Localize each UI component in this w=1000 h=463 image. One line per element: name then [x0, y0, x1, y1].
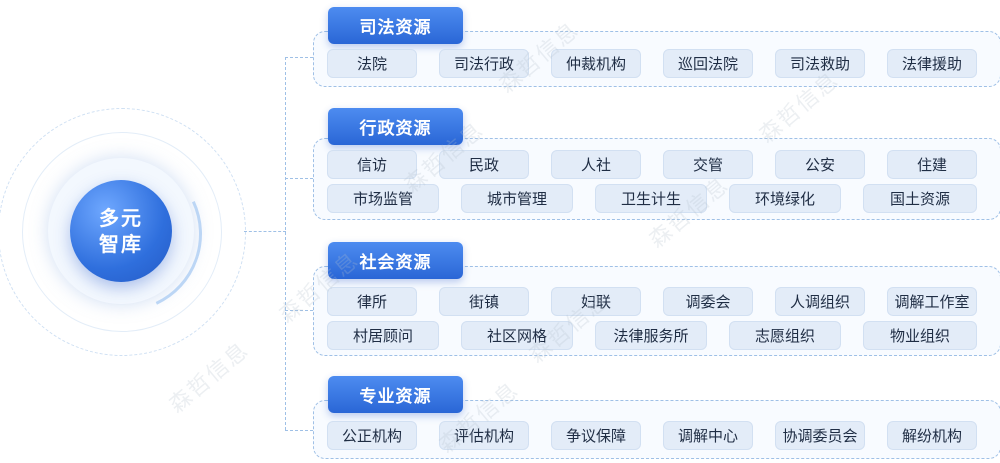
group-title-social: 社会资源 [328, 242, 463, 279]
tag-item: 律所 [327, 287, 417, 316]
branch-1 [285, 57, 313, 58]
tag-item: 调委会 [663, 287, 753, 316]
tag-item: 法律援助 [887, 49, 977, 78]
tag-item: 村居顾问 [327, 321, 439, 350]
tag-item: 物业组织 [863, 321, 977, 350]
tag-item: 法律服务所 [595, 321, 707, 350]
tag-item: 市场监管 [327, 184, 439, 213]
tag-item: 城市管理 [461, 184, 573, 213]
tag-item: 协调委员会 [775, 421, 865, 450]
watermark: 森哲信息 [164, 337, 255, 419]
tag-item: 巡回法院 [663, 49, 753, 78]
group-title-administrative: 行政资源 [328, 108, 463, 145]
center-line-1: 多元 [99, 206, 143, 230]
tag-item: 国土资源 [863, 184, 977, 213]
hub-connector [244, 231, 286, 232]
tag-item: 公安 [775, 150, 865, 179]
group-title-professional: 专业资源 [328, 376, 463, 413]
tag-item: 司法救助 [775, 49, 865, 78]
tag-item: 交管 [663, 150, 753, 179]
tag-item: 法院 [327, 49, 417, 78]
tag-item: 人调组织 [775, 287, 865, 316]
branch-2 [285, 178, 313, 179]
hub-outer-ring [0, 108, 246, 356]
tag-item: 调解工作室 [887, 287, 977, 316]
branch-3 [285, 310, 313, 311]
tag-item: 人社 [551, 150, 641, 179]
tag-item: 志愿组织 [729, 321, 841, 350]
tag-item: 社区网格 [461, 321, 573, 350]
center-hub: 多元 智库 [70, 180, 172, 282]
tag-item: 环境绿化 [729, 184, 841, 213]
tag-item: 卫生计生 [595, 184, 707, 213]
tag-item: 公正机构 [327, 421, 417, 450]
tag-item: 信访 [327, 150, 417, 179]
tag-item: 评估机构 [439, 421, 529, 450]
tag-item: 住建 [887, 150, 977, 179]
tag-item: 调解中心 [663, 421, 753, 450]
tag-item: 民政 [439, 150, 529, 179]
center-line-2: 智库 [99, 232, 143, 256]
tag-item: 争议保障 [551, 421, 641, 450]
hub-middle-ring [22, 132, 222, 332]
tag-item: 街镇 [439, 287, 529, 316]
tag-item: 司法行政 [439, 49, 529, 78]
group-title-judicial: 司法资源 [328, 7, 463, 44]
branch-4 [285, 430, 313, 431]
tag-item: 妇联 [551, 287, 641, 316]
trunk-line [285, 57, 286, 430]
tag-item: 仲裁机构 [551, 49, 641, 78]
tag-item: 解纷机构 [887, 421, 977, 450]
